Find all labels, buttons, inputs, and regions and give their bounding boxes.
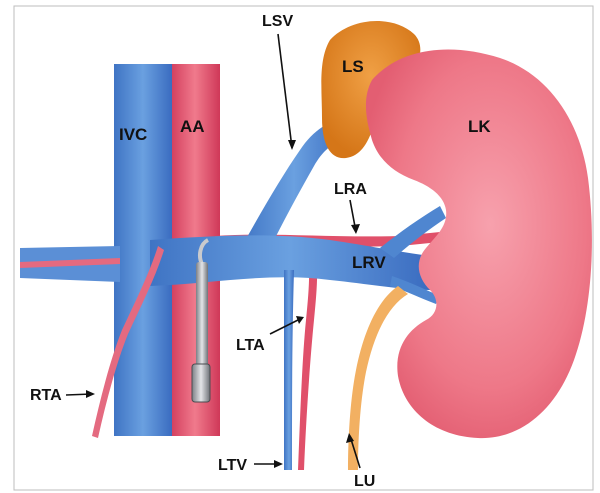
pointer-ltv (254, 460, 283, 468)
label-lsv: LSV (262, 13, 293, 30)
pointer-lra (350, 200, 360, 234)
label-ls: LS (342, 57, 364, 76)
label-ltv: LTV (218, 457, 247, 474)
label-lrv: LRV (352, 253, 386, 272)
label-lra: LRA (334, 181, 367, 198)
label-ivc: IVC (119, 125, 147, 144)
label-aa: AA (180, 117, 205, 136)
label-rta: RTA (30, 387, 62, 404)
label-lu: LU (354, 473, 375, 490)
pointer-lsv (278, 34, 296, 150)
pointer-rta (66, 390, 95, 398)
label-lk: LK (468, 117, 491, 136)
label-lta: LTA (236, 337, 265, 354)
left-testicular-vein (284, 270, 294, 470)
